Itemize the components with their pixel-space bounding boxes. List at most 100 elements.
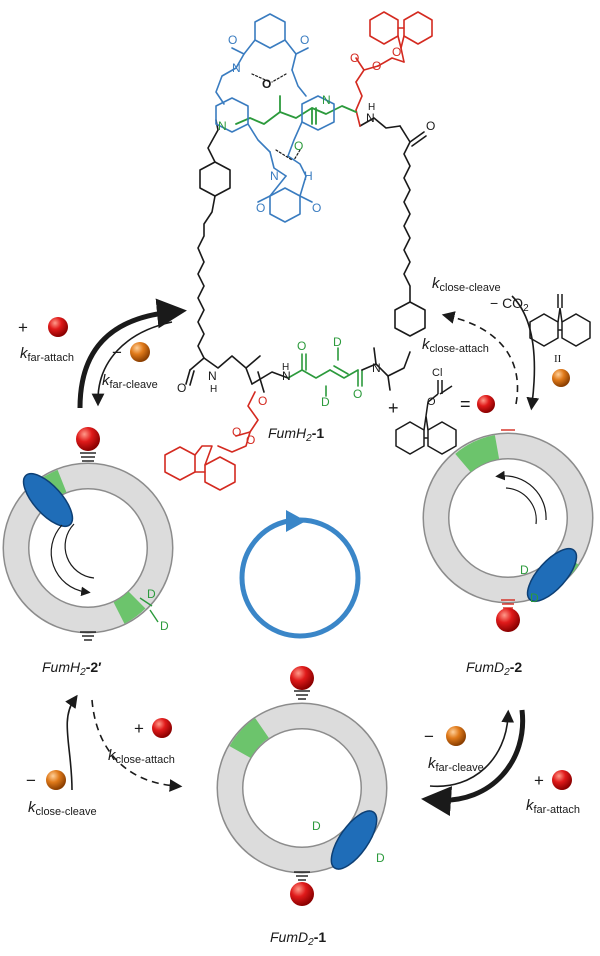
ring-fumd2-1: D D [216,666,388,906]
orange-ball-bottom-left-icon [46,770,66,790]
stopper-bottom-left [80,631,96,641]
d-right-1: D [520,563,529,577]
atom-n-top-right: N [366,111,375,125]
rate-far-cleave-top-left: kfar-cleave [102,372,158,391]
d-left-1: D [147,587,156,601]
arrow-far-cleave-bottom-right [429,709,515,788]
minus-bottom-left: − [26,771,36,790]
d-bottom-1: D [312,819,321,833]
plus-bottom-left: + [134,719,144,738]
fmoc-cl-reagent [395,380,457,455]
atom-o-green: O [294,139,303,153]
wheel-left-icon [22,472,74,528]
top-fluorene-ring-b-icon [403,11,433,45]
co2-label: − CO2 [490,295,529,314]
ring-fumh2-2prime: D D [2,427,174,641]
macrocycle-isophthal-top-icon [254,13,286,49]
atom-o-red-4: O [258,394,267,408]
label-fumh2-1: FumH2-1 [268,425,324,444]
h-bonds [251,73,301,161]
atom-n-right: N [372,361,381,375]
right-benzene-icon [394,301,426,337]
left-fmoc [164,391,259,491]
atom-o-red-5: O [232,425,241,439]
top-fmoc [355,11,433,127]
atom-o-red-3: O [392,45,401,59]
atom-o-green-3: O [353,387,362,401]
arrow-close-attach-top-right [441,311,519,405]
dibenzofulvene [529,294,591,347]
stopper-bottom-top [294,690,310,700]
roman-two: II [554,353,562,365]
red-stopper-bottom-top-icon [290,666,314,690]
atom-o-1: O [228,33,237,47]
atom-o-3: O [262,77,271,91]
d-bottom-2: D [376,851,385,865]
station-right-1 [455,435,500,473]
atom-o-fmoccl: O [427,396,436,408]
right-chain [359,117,427,391]
left-benzene-top-icon [199,161,231,197]
atom-o-top-right: O [426,119,435,133]
molecule-fumh2-1 [164,11,433,491]
atom-o-5: O [312,201,321,215]
dbf-ring-a-icon [529,313,559,347]
atom-n-green-2: N [322,93,331,107]
atom-nh-2: N [270,169,279,183]
wheel-bottom-icon [330,810,378,870]
red-ball-legend-icon [477,395,495,413]
stopper-top-left [80,452,96,462]
minus-top-left: − [112,343,122,362]
arrow-far-attach-top-left [77,298,187,409]
dbf-ring-b-icon [561,313,591,347]
equals-sign: = [460,394,471,414]
atom-d-2: D [321,395,330,409]
atom-h-mid: H [282,362,289,373]
minus-bottom-right: − [424,727,434,746]
orange-ball-bottom-right-icon [446,726,466,746]
plus-fmoccl: + [388,398,399,418]
rate-far-attach-top-left: kfar-attach [20,345,74,364]
left-fluorene-ring-b-icon [204,456,236,491]
left-chain [185,119,289,393]
red-ball-bottom-right-icon [552,770,572,790]
atom-o-2: O [300,33,309,47]
rate-close-cleave-bottom-left: kclose-cleave [28,799,97,818]
atom-labels: O O N O N N O N H O O O O O N H O O N H … [177,33,435,447]
plus-top-left: + [18,318,28,337]
arrow-close-cleave-bottom-left [65,694,78,791]
red-stopper-left-icon [76,427,100,451]
atom-cl: Cl [432,367,442,379]
stopper-bottom-bottom [294,871,310,881]
fmoccl-ring-b-icon [427,421,457,455]
macrocycle-isophthal-bottom-icon [269,187,301,223]
red-stopper-right-icon [496,608,520,632]
label-fumd2-2: FumD2-2 [466,659,522,678]
atom-nh-1: N [232,61,241,75]
rate-far-attach-bottom-right: kfar-attach [526,797,580,816]
fumaramide-top [235,95,357,125]
atom-n-left: N [208,369,217,383]
red-ball-bottom-left-icon [152,718,172,738]
macrocycle [215,13,335,223]
d-right-2: D [530,591,539,605]
cycle-arrow [239,510,361,639]
plus-bottom-right: + [534,771,544,790]
d-left-2: D [160,619,169,633]
cycle-arrow-head-icon [286,510,306,532]
atom-nh-3: H [304,169,313,183]
orange-ball-top-left-icon [130,342,150,362]
atom-o-red-1: O [350,51,359,65]
top-fluorene-ring-a-icon [369,11,399,45]
fumaramide-bottom [287,347,363,397]
fmoccl-ring-a-icon [395,421,425,455]
station-left-2 [113,591,146,624]
atom-o-red-2: O [372,59,381,73]
label-fumh2-2prime: FumH2-2′ [42,659,102,678]
station-bottom-1 [229,718,270,759]
red-ball-top-left-icon [48,317,68,337]
wheel-right-icon [526,547,578,603]
atom-h-left: H [210,384,217,395]
atom-o-green-2: O [297,339,306,353]
atom-n-green-1: N [218,119,227,133]
